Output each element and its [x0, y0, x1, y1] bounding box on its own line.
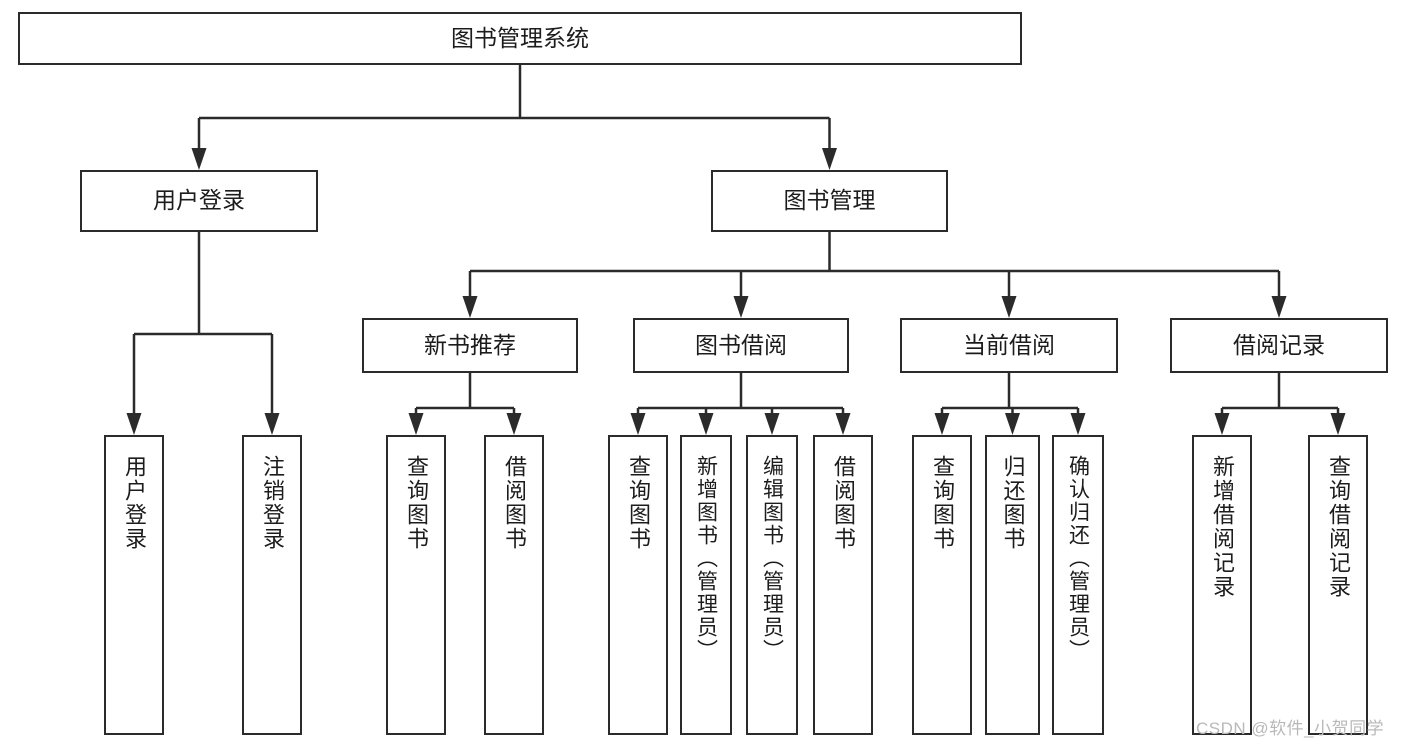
connector-arrowhead [1271, 296, 1287, 318]
connector-arrowhead [733, 296, 749, 318]
connector-arrowhead [1005, 413, 1020, 435]
node-book-management[interactable]: 图书管理 [711, 170, 948, 232]
node-leaf-query-book-2[interactable]: 查询图书 [608, 435, 668, 735]
node-label: 图书管理 [783, 187, 876, 214]
node-label: 当前借阅 [963, 331, 1055, 358]
connector-arrowhead [1070, 413, 1086, 435]
connector-arrowhead [934, 413, 950, 435]
node-label: 借阅图书 [831, 455, 856, 551]
node-leaf-confirm-return-admin[interactable]: 确认归还（管理员） [1052, 435, 1104, 735]
connector-arrowhead [1214, 413, 1230, 435]
node-label: 查询借阅记录 [1326, 455, 1351, 599]
connector-arrowhead [506, 413, 522, 435]
node-leaf-borrow-book-2[interactable]: 借阅图书 [813, 435, 873, 735]
node-label: 图书管理系统 [451, 24, 589, 51]
node-label: 新增借阅记录 [1210, 455, 1235, 599]
node-book-borrow[interactable]: 图书借阅 [633, 318, 849, 373]
node-leaf-add-borrow-record[interactable]: 新增借阅记录 [1192, 435, 1252, 735]
connector-arrowhead [1001, 296, 1017, 318]
node-label: 图书借阅 [695, 331, 787, 358]
connector-arrowhead [191, 148, 207, 170]
node-new-book-recommend[interactable]: 新书推荐 [362, 318, 578, 373]
connector-arrowhead [698, 413, 714, 435]
node-label: 新书推荐 [424, 331, 516, 358]
node-label: 查询图书 [626, 455, 651, 551]
node-label: 用户登录 [122, 455, 147, 551]
node-label: 借阅记录 [1233, 331, 1325, 358]
node-leaf-return-book[interactable]: 归还图书 [985, 435, 1040, 735]
node-current-borrow[interactable]: 当前借阅 [900, 318, 1118, 373]
node-leaf-edit-book-admin[interactable]: 编辑图书（管理员） [746, 435, 798, 735]
node-leaf-query-borrow-record[interactable]: 查询借阅记录 [1308, 435, 1368, 735]
node-user-login[interactable]: 用户登录 [80, 170, 318, 232]
node-label: 借阅图书 [502, 455, 527, 551]
node-label: 注销登录 [260, 455, 285, 551]
node-leaf-add-book-admin[interactable]: 新增图书（管理员） [680, 435, 732, 735]
node-label: 用户登录 [153, 187, 245, 214]
node-leaf-user-logout[interactable]: 注销登录 [242, 435, 302, 735]
connector-arrowhead [126, 413, 142, 435]
connector-arrowhead [835, 413, 851, 435]
connector-arrowhead [630, 413, 646, 435]
node-borrow-record[interactable]: 借阅记录 [1170, 318, 1388, 373]
node-leaf-query-book-1[interactable]: 查询图书 [386, 435, 446, 735]
connector-arrowhead [1330, 413, 1346, 435]
node-leaf-query-book-3[interactable]: 查询图书 [912, 435, 972, 735]
connector-arrowhead [822, 148, 837, 170]
connector-arrowhead [408, 413, 424, 435]
node-label: 查询图书 [404, 455, 429, 551]
node-label: 查询图书 [930, 455, 955, 551]
node-label: 编辑图书（管理员） [760, 455, 784, 662]
watermark: CSDN @软件_小贺同学 [1196, 719, 1385, 738]
connector-arrowhead [764, 413, 780, 435]
node-leaf-borrow-book-1[interactable]: 借阅图书 [484, 435, 544, 735]
node-label: 确认归还（管理员） [1066, 455, 1090, 662]
node-label: 归还图书 [1000, 455, 1026, 551]
node-leaf-user-login[interactable]: 用户登录 [104, 435, 164, 735]
node-label: 新增图书（管理员） [694, 455, 718, 662]
node-root[interactable]: 图书管理系统 [18, 12, 1022, 65]
connector-arrowhead [264, 413, 280, 435]
connector-arrowhead [462, 296, 478, 318]
